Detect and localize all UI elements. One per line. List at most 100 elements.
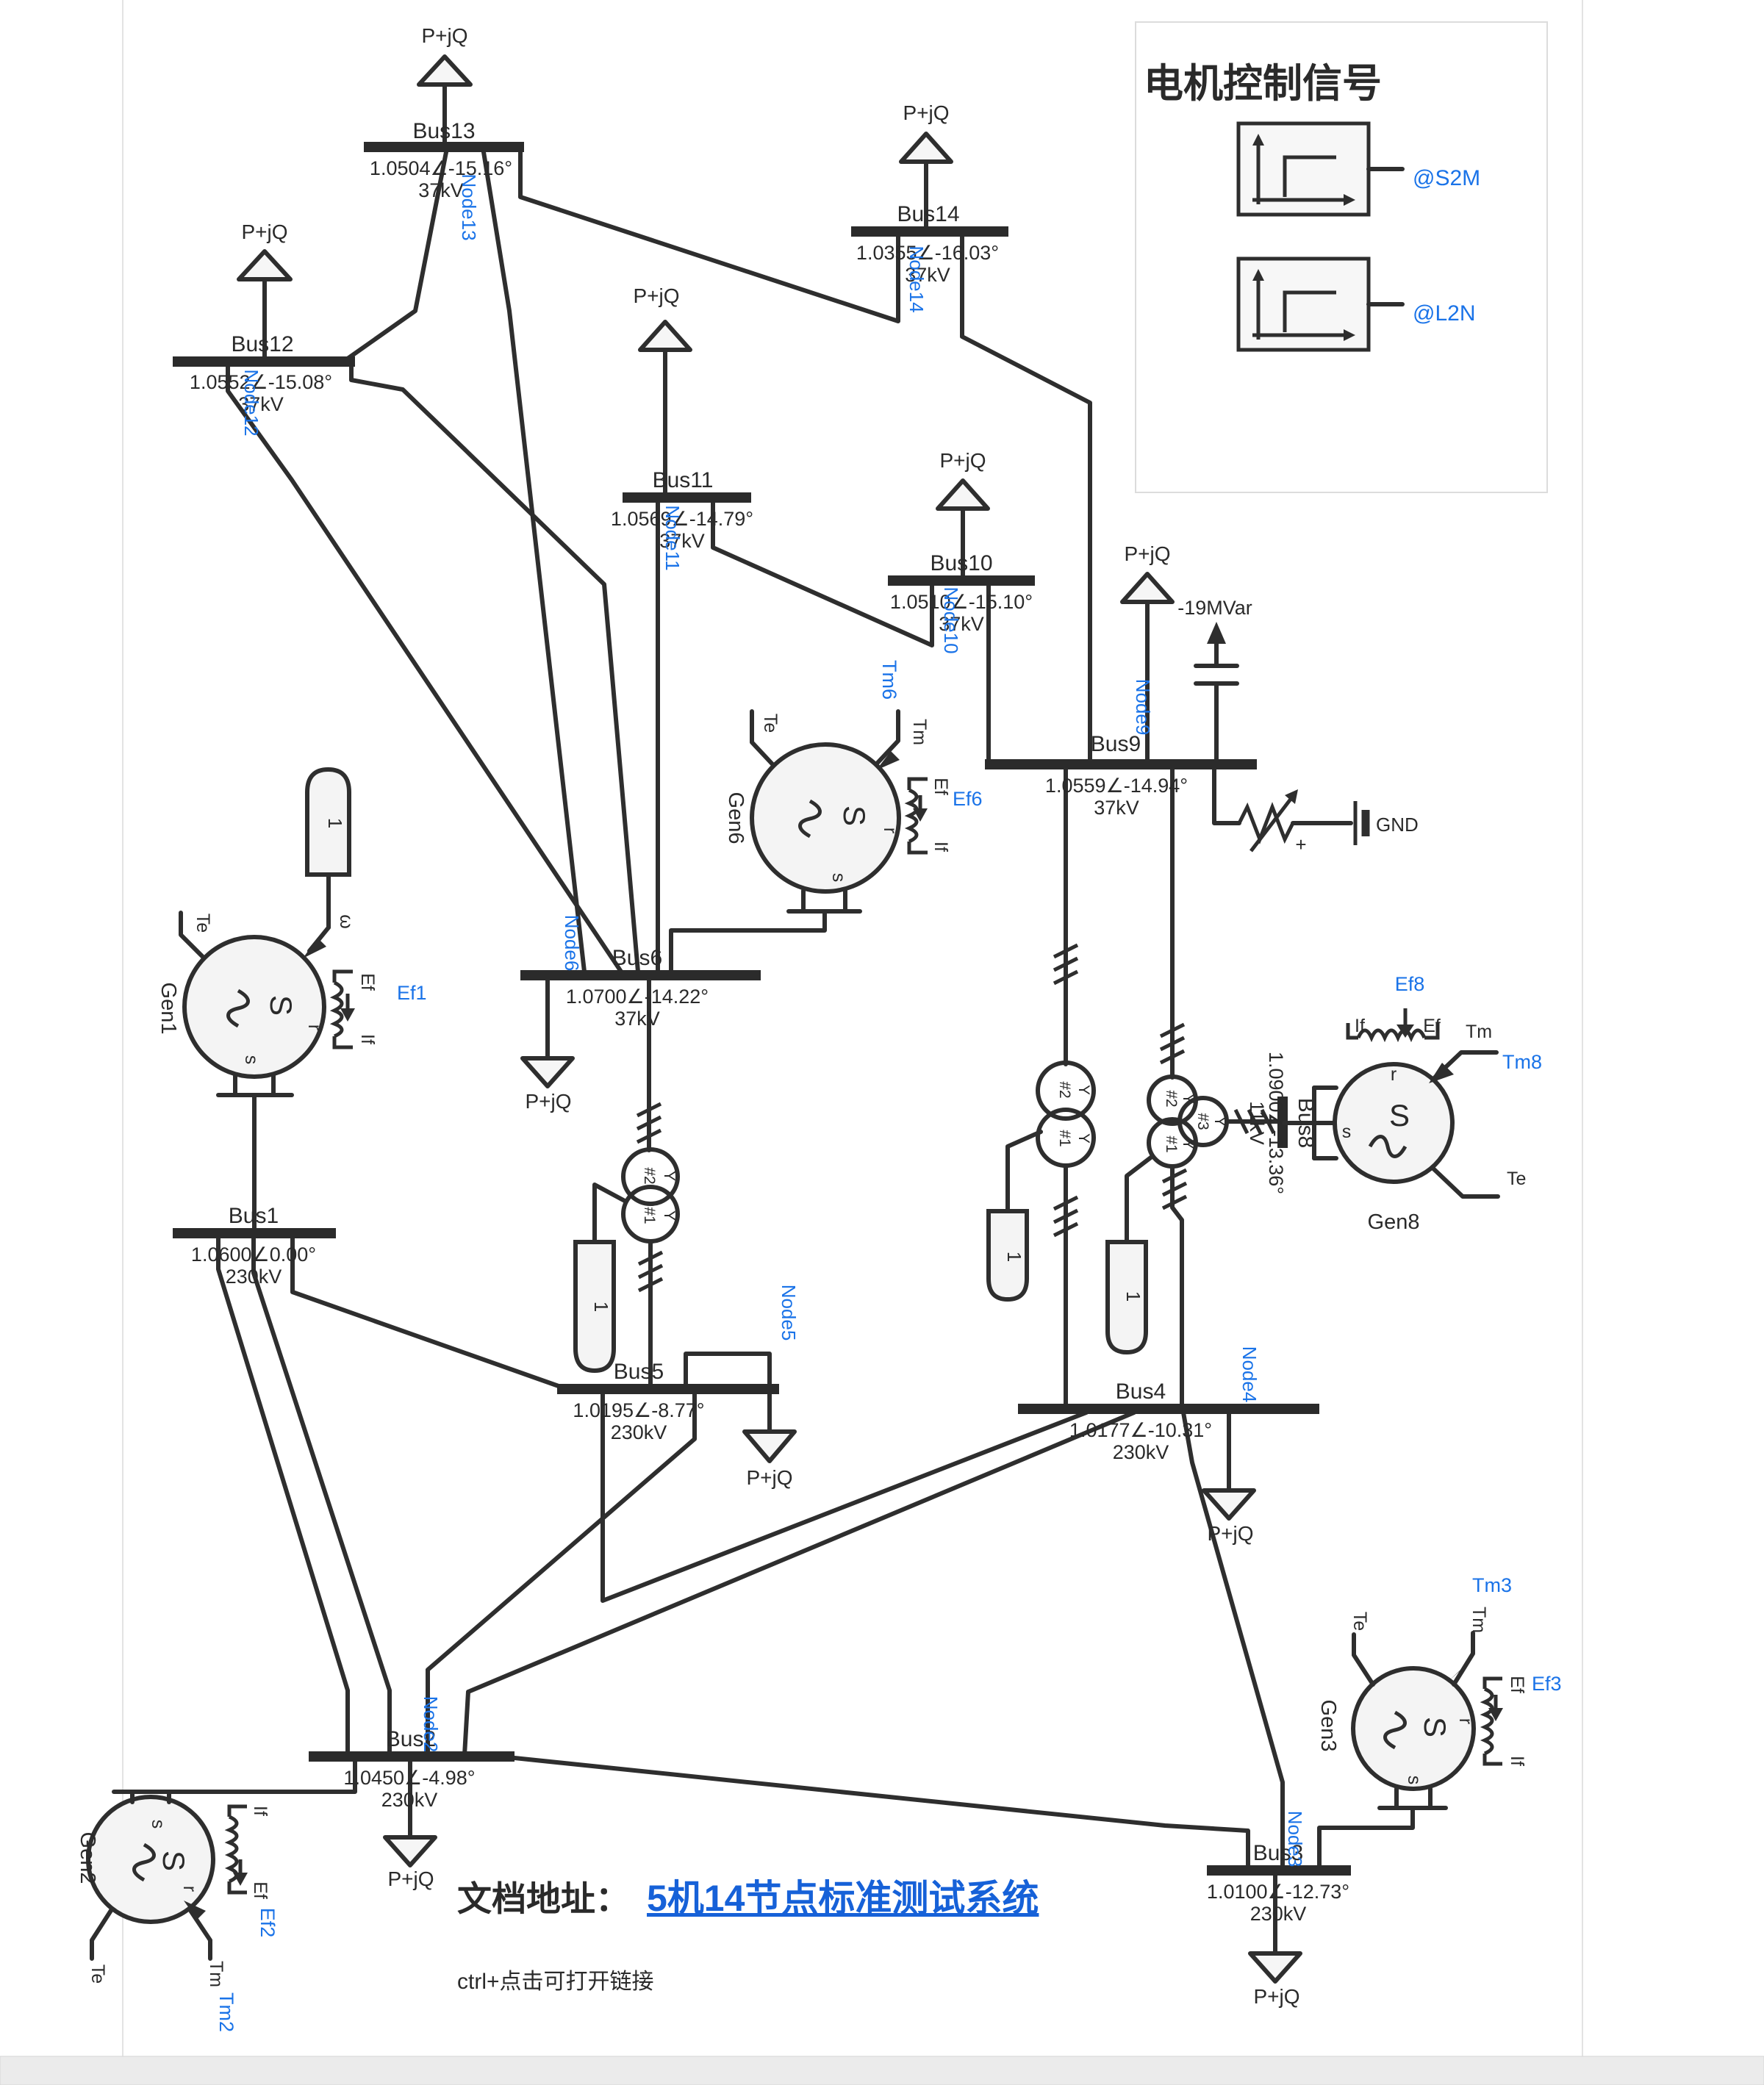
line-13-14[interactable] — [518, 150, 900, 323]
step-source-l2n[interactable]: @L2N — [1236, 256, 1476, 352]
load-bus2-label: P+jQ — [387, 1867, 434, 1890]
gen6[interactable]: Te Tm Tm6 S s r Gen6 Ef If Ef6 — [669, 660, 983, 975]
gen8-stator-label: s — [1342, 1122, 1352, 1142]
gen1[interactable]: 1 ω Te S s r Gen1 Ef If Ef1 — [157, 767, 427, 1231]
gen8-tm-signal-label: Tm8 — [1502, 1051, 1542, 1073]
xfmr-5-6-w1-y-label: Y — [661, 1210, 678, 1221]
gen1-const-label: 1 — [324, 818, 346, 828]
line-12-13[interactable] — [343, 150, 448, 362]
bus2[interactable]: Bus2 1.0450∠-4.98° 230kV Node2 — [309, 1696, 514, 1811]
load-bus3[interactable]: P+jQ — [1248, 1872, 1302, 2008]
xfmr-5-6[interactable]: #2 Y #1 Y 1 — [573, 975, 680, 1388]
xfmr3w-9-4-8[interactable]: #2 Y #1 Y #3 Y 1 — [1105, 767, 1285, 1408]
gen2-s-symbol: S — [157, 1851, 191, 1871]
load-bus11[interactable]: P+jQ — [633, 284, 692, 496]
load-bus2[interactable]: P+jQ — [383, 1759, 437, 1890]
load-bus12[interactable]: P+jQ — [237, 220, 293, 362]
bus14[interactable]: Bus14 1.0355∠-16.03° 37kV Node14 — [851, 202, 1008, 313]
bus3[interactable]: Bus3 1.0100∠-12.73° 230kV Node3 — [1207, 1811, 1351, 1925]
line-6-12a[interactable] — [226, 362, 623, 974]
line-1-5[interactable] — [290, 1235, 561, 1388]
load-bus14[interactable]: P+jQ — [899, 101, 953, 232]
load-bus9[interactable]: P+jQ — [1120, 542, 1175, 763]
bus13[interactable]: Bus13 1.0504∠-15.16° 37kV Node13 — [364, 119, 524, 241]
node10-label: Node10 — [940, 586, 962, 653]
gen8[interactable]: Bus8 1.0900∠-13.36° 11kV r S s If Ef Ef8… — [1246, 973, 1542, 1234]
bus1-voltage: 1.0600∠0.00° — [191, 1244, 316, 1266]
bus12[interactable]: Bus12 1.0552∠-15.08° 37kV Node12 — [173, 332, 355, 437]
node9-label: Node9 — [1132, 679, 1154, 736]
bus6[interactable]: Bus6 1.0700∠-14.22° 37kV Node6 — [520, 915, 761, 1030]
load-bus4[interactable]: P+jQ — [1202, 1411, 1256, 1545]
bus9[interactable]: Bus9 1.0559∠-14.94° 37kV Node9 — [985, 679, 1257, 819]
bus5-kv: 230kV — [611, 1421, 667, 1443]
bus10[interactable]: Bus10 1.0510∠-15.10° 37kV Node10 — [888, 551, 1035, 654]
bus5[interactable]: Bus5 1.0195∠-8.77° 230kV Node5 — [557, 1285, 800, 1443]
gen8-tm-label: Tm — [1466, 1022, 1492, 1042]
gen2-name-label: Gen2 — [76, 1832, 99, 1884]
panel-title: 电机控制信号 — [1144, 62, 1382, 106]
load-bus13[interactable]: P+jQ — [417, 24, 473, 149]
line-2-5[interactable] — [426, 1391, 697, 1757]
xfmr3w-tap-label: 1 — [1122, 1291, 1144, 1302]
gen3-rotor-label: r — [1455, 1718, 1476, 1724]
load-bus13-label: P+jQ — [421, 24, 467, 47]
bus6-kv: 37kV — [614, 1008, 660, 1030]
node6-label: Node6 — [561, 915, 583, 972]
gen2-stator-label: s — [148, 1820, 168, 1829]
bus4[interactable]: Bus4 1.0177∠-10.31° 230kV Node4 — [1018, 1346, 1319, 1463]
bus6-label: Bus6 — [612, 946, 662, 970]
gen3[interactable]: s S r Gen3 Te Tm Tm3 Ef If Ef3 — [1316, 1574, 1562, 1869]
shunt-capacitor[interactable]: -19MVar — [1177, 597, 1252, 763]
bus1[interactable]: Bus1 1.0600∠0.00° 230kV — [173, 1204, 336, 1288]
bus13-label: Bus13 — [412, 119, 475, 143]
gen1-if-pin-label: If — [357, 1034, 378, 1044]
step-source-s2m[interactable]: @S2M — [1236, 121, 1480, 217]
bus11[interactable]: Bus11 1.0569∠-14.79° 37kV Node11 — [611, 468, 753, 571]
line-3-4[interactable] — [1181, 1410, 1285, 1869]
node14-label: Node14 — [906, 245, 928, 312]
bus13-voltage: 1.0504∠-15.16° — [370, 157, 512, 179]
doc-link[interactable]: 5机14节点标准测试系统 — [647, 1878, 1039, 1919]
gen1-name-label: Gen1 — [157, 983, 180, 1035]
bus4-label: Bus4 — [1116, 1379, 1166, 1404]
bus4-voltage: 1.0177∠-10.31° — [1069, 1419, 1212, 1441]
line-2-3[interactable] — [512, 1756, 1250, 1869]
bus3-label: Bus3 — [1253, 1841, 1303, 1865]
load-bus6[interactable]: P+jQ — [520, 977, 575, 1113]
bus1-kv: 230kV — [226, 1266, 282, 1288]
line-6-13[interactable] — [481, 150, 587, 974]
canvas-bottom-strip — [0, 2056, 1764, 2085]
grounding-resistor[interactable]: + GND — [1212, 767, 1419, 855]
xfmr-5-6-w2-label: #2 — [641, 1167, 658, 1184]
gen6-if-pin-label: If — [931, 841, 951, 852]
xfmr-4-9[interactable]: #2 Y #1 Y 1 — [986, 767, 1096, 1408]
load-bus10[interactable]: P+jQ — [936, 449, 990, 579]
doc-link-hint: ctrl+点击可打开链接 — [457, 1970, 654, 1994]
line-4-5[interactable] — [600, 1391, 1089, 1603]
bus5-voltage: 1.0195∠-8.77° — [573, 1399, 704, 1421]
load-bus9-label: P+jQ — [1124, 542, 1170, 565]
gen2-if-pin-label: If — [250, 1806, 270, 1816]
line-1-2b[interactable] — [251, 1235, 392, 1757]
line-1-2a[interactable] — [216, 1235, 350, 1757]
gen8-rotor-label: r — [1391, 1064, 1396, 1085]
bus5-label: Bus5 — [614, 1360, 664, 1384]
load-bus5[interactable]: P+jQ — [684, 1352, 797, 1489]
gen1-te-label: Te — [193, 914, 213, 933]
node5-label: Node5 — [778, 1285, 800, 1341]
signal-l2n-label: @L2N — [1413, 301, 1476, 326]
capacitor-mvar-label: -19MVar — [1177, 597, 1252, 619]
load-bus5-label: P+jQ — [746, 1466, 792, 1489]
gen8-ef-signal-label: Ef8 — [1395, 973, 1425, 995]
bus12-kv: 37kV — [238, 393, 284, 415]
line-6-12b[interactable] — [349, 362, 640, 974]
line-9-14[interactable] — [960, 232, 1092, 763]
gen2-ef-pin-label: Ef — [250, 1881, 270, 1899]
gen6-body — [750, 742, 901, 894]
gen1-ef-pin-label: Ef — [357, 973, 378, 991]
gen3-if-pin-label: If — [1507, 1756, 1527, 1766]
line-10-11[interactable] — [711, 500, 934, 647]
gen2[interactable]: s S r Gen2 Te Tm Tm2 If Ef Ef2 — [76, 1759, 357, 2032]
line-2-4[interactable] — [462, 1410, 1136, 1757]
